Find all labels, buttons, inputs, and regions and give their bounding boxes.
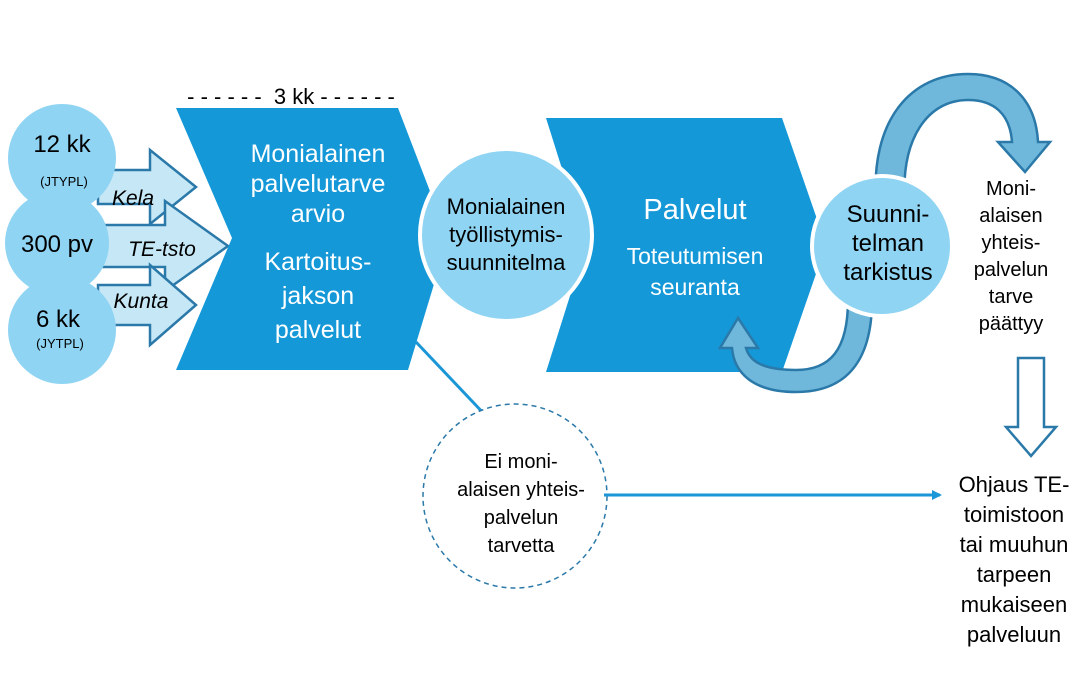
check-circle [810,174,954,318]
end-text-line-6: päättyy [979,313,1043,335]
check-circle-line-1: Suunni- [847,201,930,228]
duration-label: - - - - - - 3 kk - - - - - - [187,84,395,109]
stage-1-line-5: jakson [281,282,354,310]
stage-1-line-2: palvelutarve [251,170,386,198]
referral-line-4: tarpeen [977,562,1052,587]
circle-12kk [8,104,116,212]
no-need-line-2: alaisen yhteis- [457,479,585,501]
stage-1-line-3: arvio [291,200,345,228]
stage-1-chevron [176,108,448,370]
loop-arrow-top [874,72,1053,207]
end-text-line-5: tarve [989,286,1033,308]
stage-2-line-1: Toteutumisen [627,243,764,269]
end-text-line-4: palvelun [974,259,1049,281]
referral-line-2: toimistoon [964,502,1064,527]
arrow-label-te-tsto: TE-tsto [128,238,196,261]
connector-to-no-need [414,340,490,420]
down-arrow [1003,356,1059,458]
feedback-loop [717,72,1053,394]
entry-arrows [96,147,231,348]
stage-1-line-4: Kartoitus- [265,248,372,276]
plan-circle-line-3: suunnitelma [447,250,566,275]
arrow-label-kela: Kela [112,187,154,210]
stage-2-title: Palvelut [643,194,746,226]
no-need-line-4: tarvetta [488,535,556,557]
stage-1-line-6: palvelut [275,316,361,344]
referral-line-5: mukaiseen [961,592,1067,617]
stage-2-line-2: seuranta [650,274,740,300]
plan-circle-line-2: työllistymis- [449,222,563,247]
check-circle-line-3: tarkistus [843,259,932,286]
end-text-line-1: Moni- [986,178,1036,200]
end-text-line-2: alaisen [979,205,1042,227]
circle-6kk-main: 6 kk [36,306,81,333]
loop-arrow-bottom [717,298,874,394]
circle-12kk-sub: (JTYPL) [40,174,88,189]
referral-line-6: palveluun [967,622,1061,647]
stage-1-line-1: Monialainen [251,140,386,168]
plan-circle-line-1: Monialainen [447,194,566,219]
no-need-line-1: Ei moni- [484,451,557,473]
arrow-label-kunta: Kunta [114,290,169,313]
entry-arrow-te-tsto [96,198,231,294]
plan-circle [418,147,594,323]
stage-2-chevron [546,118,826,372]
end-text-line-3: yhteis- [982,232,1041,254]
referral-line-1: Ohjaus TE- [959,472,1070,497]
referral-line-3: tai muuhun [960,532,1069,557]
circle-6kk-sub: (JYTPL) [36,336,84,351]
circle-300pv-main: 300 pv [21,231,93,258]
circle-300pv [5,191,109,295]
check-circle-line-2: telman [852,230,924,257]
circle-12kk-main: 12 kk [33,131,91,158]
no-need-line-3: palvelun [484,507,559,529]
circle-6kk [8,276,116,384]
